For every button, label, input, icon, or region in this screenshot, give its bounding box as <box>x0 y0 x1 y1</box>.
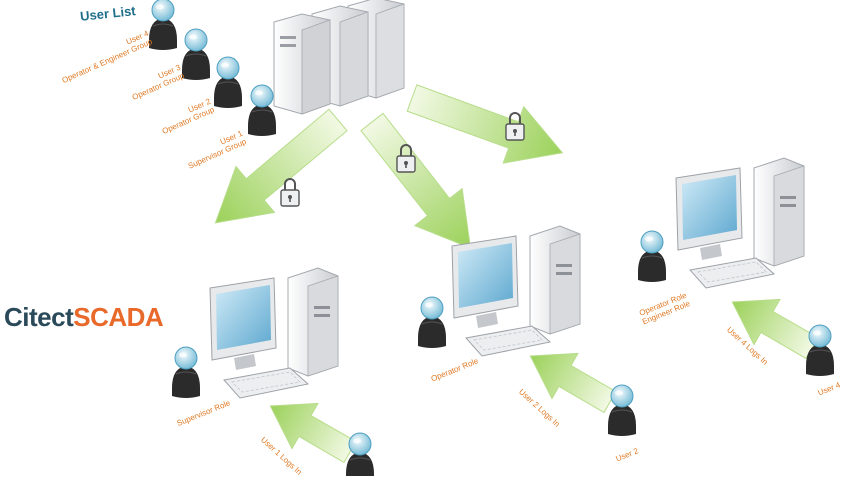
person-icon <box>417 296 447 349</box>
person-icon <box>181 28 211 81</box>
computer-middle <box>451 225 581 357</box>
person-icon <box>213 56 243 109</box>
citect-scada-logo: CitectSCADA <box>4 302 164 332</box>
person-icon <box>607 384 637 437</box>
person-icon <box>148 0 178 51</box>
person-icon <box>171 346 201 399</box>
network-diagram <box>148 0 835 476</box>
person-icon <box>637 230 667 283</box>
arrow-login-middle <box>516 332 624 426</box>
arrow-login-left <box>256 382 364 476</box>
arrow-server-to-left <box>195 96 358 247</box>
computer-left <box>209 267 339 399</box>
person-icon <box>247 84 277 137</box>
person-icon <box>345 432 375 476</box>
computer-right <box>675 157 805 289</box>
arrow-server-to-right <box>401 69 574 182</box>
server-icon <box>273 0 405 115</box>
person-icon <box>805 324 835 377</box>
